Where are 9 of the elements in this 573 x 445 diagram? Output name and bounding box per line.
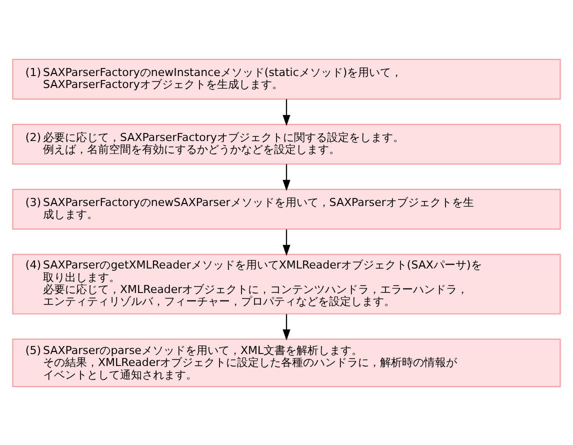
- arrow: [282, 314, 290, 340]
- arrow: [282, 228, 290, 256]
- node-box: (4) SAXParserのgetXMLReaderメソッドを用いてXMLReaderオブジェクト(SAXパーサ)を取り出します。 必要に応じて，XMLReaderオブジェクトに，コンテンツハンドラ，エラーハンドラ，エンティティリゾルバ，フィーチャー，プロパティなどを設定します。: [12, 253, 561, 314]
- arrow: [282, 164, 290, 190]
- arrow: [282, 98, 290, 126]
- node-box: (1) SAXParserFactoryのnewInstanceメソッド(staticメソッド)を用いて，SAXParserFactoryオブジェクトを生成します。: [12, 58, 561, 100]
- node-box: (5) SAXParserのparseメソッドを用いて，XML文書を解析します。 その結果，XMLReaderオブジェクトに設定した各種のハンドラに，解析時の情報がイベントとして通知されます。: [12, 338, 561, 387]
- node-box: (3) SAXParserFactoryのnewSAXParserメソッドを用いて，SAXParserオブジェクトを生成します。: [12, 188, 561, 230]
- node-box: (2) 必要に応じて，SAXParserFactoryオブジェクトに関する設定をします。 例えば，名前空間を有効にするかどうかなどを設定します。: [12, 123, 561, 164]
